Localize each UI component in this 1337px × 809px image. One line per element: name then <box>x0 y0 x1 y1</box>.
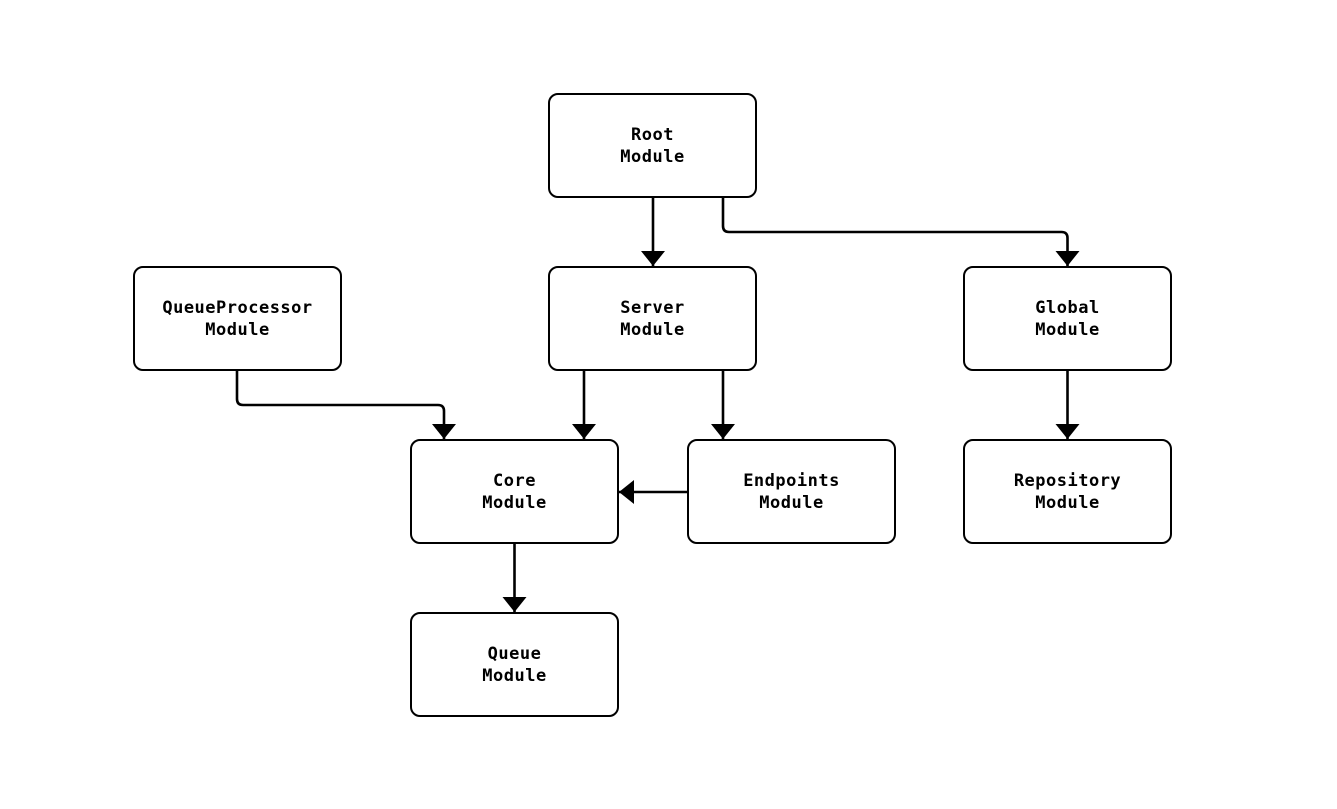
node-server-module-label: Server Module <box>620 297 685 340</box>
node-queueprocessor-module-label: QueueProcessor Module <box>162 297 313 340</box>
node-root-module: Root Module <box>548 93 757 198</box>
node-global-module: Global Module <box>963 266 1172 371</box>
node-endpoints-module-label: Endpoints Module <box>743 470 840 513</box>
node-queueprocessor-module: QueueProcessor Module <box>133 266 342 371</box>
node-queue-module: Queue Module <box>410 612 619 717</box>
node-endpoints-module: Endpoints Module <box>687 439 896 544</box>
node-server-module: Server Module <box>548 266 757 371</box>
node-core-module-label: Core Module <box>482 470 547 513</box>
node-repository-module: Repository Module <box>963 439 1172 544</box>
edge-queueprocessor-to-core <box>235 371 456 439</box>
node-core-module: Core Module <box>410 439 619 544</box>
edge-root-to-global <box>721 198 1080 266</box>
node-queue-module-label: Queue Module <box>482 643 547 686</box>
node-repository-module-label: Repository Module <box>1013 470 1122 513</box>
node-root-module-label: Root Module <box>620 124 685 167</box>
node-global-module-label: Global Module <box>1035 297 1100 340</box>
